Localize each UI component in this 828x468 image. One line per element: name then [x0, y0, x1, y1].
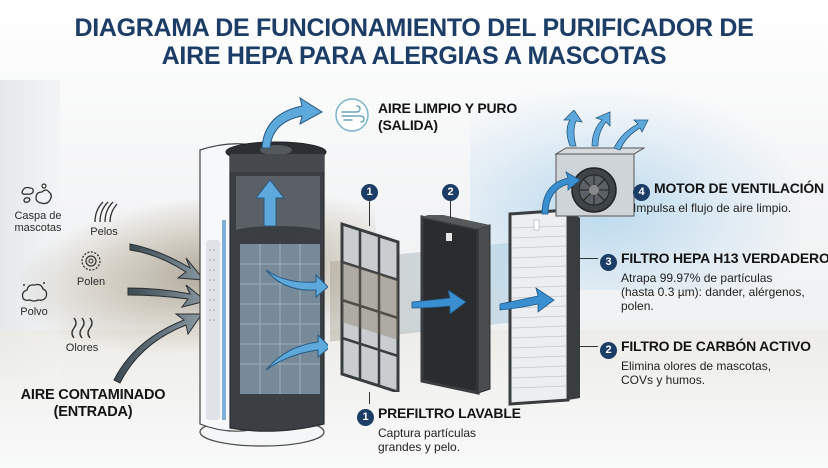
pollutant-label: Olores [65, 342, 99, 354]
prefilter-illustration [340, 222, 400, 392]
badge-number: 1 [361, 183, 378, 201]
prefilter-description-line1: Captura partículas [378, 426, 477, 440]
leader-line [369, 198, 370, 226]
prefilter-description-line2: grandes y pelo. [378, 440, 461, 454]
purifier-tower [199, 141, 328, 447]
badge-number: 2 [442, 183, 459, 201]
motor-illustration [541, 110, 649, 217]
prefilter-title-text: PREFILTRO LAVABLE [378, 405, 521, 421]
hepa-description-line3: polen. [621, 299, 654, 313]
page-title: DIAGRAMA DE FUNCIONAMIENTO DEL PURIFICAD… [0, 14, 828, 70]
leader-line [450, 198, 451, 218]
outlet-label-line1: AIRE LIMPIO Y PURO [378, 100, 518, 116]
outlet-label-line2: (SALIDA) [378, 117, 438, 133]
inlet-label: AIRE CONTAMINADO (ENTRADA) [18, 387, 168, 421]
pollutant-label: Polvo [20, 306, 48, 318]
pollutant-odor: Olores [62, 316, 102, 354]
carbon-description-line2: COVs y humos. [621, 373, 706, 387]
dander-icon [21, 183, 52, 205]
carbon-top-marker: 2 [442, 180, 463, 201]
badge-number: 3 [600, 254, 617, 271]
hair-icon [94, 201, 118, 223]
inlet-label-line1: AIRE CONTAMINADO [20, 387, 166, 403]
flow-arrows [411, 287, 555, 315]
dust-icon [21, 282, 48, 302]
hepa-description-line2: (hasta 0.3 µm): dander, alérgenos, [621, 285, 805, 299]
leader-line [580, 258, 598, 259]
inlet-label-line2: (ENTRADA) [53, 404, 133, 420]
pollen-icon [81, 251, 101, 271]
pollutant-hair: Pelos [84, 200, 124, 238]
wind-icon [335, 98, 369, 132]
inlet-arrows [113, 243, 208, 384]
pollutant-label: Pelos [90, 226, 118, 238]
pollutant-label-line1: Caspa de [14, 210, 62, 222]
hepa-description-line1: Atrapa 99.97% de partículas [621, 271, 773, 285]
prefilter-top-marker: 1 [361, 180, 382, 201]
leader-line [580, 346, 598, 347]
title-line-2: AIRE HEPA PARA ALERGIAS A MASCOTAS [161, 42, 667, 70]
pollutant-label: Polen [76, 276, 106, 288]
pollutant-pollen: Polen [68, 248, 114, 288]
carbon-title-text: FILTRO DE CARBÓN ACTIVO [621, 338, 811, 354]
badge-number: 4 [633, 184, 650, 201]
pollutant-dander: Caspa de mascotas [8, 182, 68, 234]
motor-description: Impulsa el flujo de aire limpio. [633, 201, 792, 215]
pollutant-dust: Polvo [12, 280, 56, 318]
carbon-description-line1: Elimina olores de mascotas, [621, 359, 772, 373]
odor-icon [71, 317, 93, 339]
hepa-title-text: FILTRO HEPA H13 VERDADERO [621, 250, 828, 266]
title-line-1: DIAGRAMA DE FUNCIONAMIENTO DEL PURIFICAD… [74, 14, 754, 42]
badge-number: 1 [357, 409, 374, 426]
motor-title-text: MOTOR DE VENTILACIÓN [654, 180, 824, 196]
pollutant-label-line2: mascotas [14, 222, 62, 234]
outlet-arrow [261, 96, 323, 149]
badge-number: 2 [600, 342, 617, 359]
leader-line [369, 392, 370, 404]
